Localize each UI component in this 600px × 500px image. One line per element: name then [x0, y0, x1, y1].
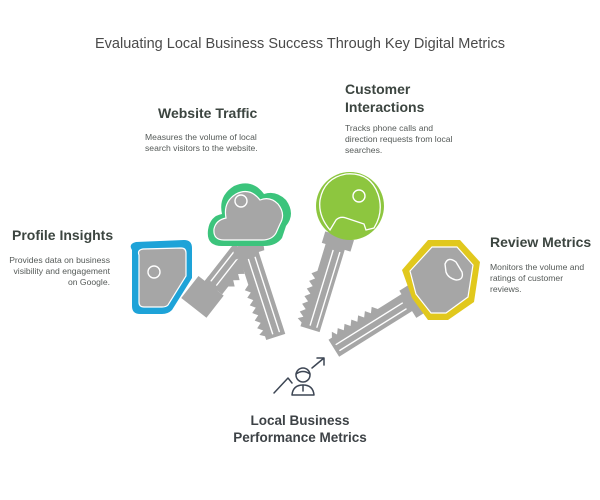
desc-website-traffic: Measures the volume of local search visi… — [145, 132, 258, 153]
heading-profile-insights: Profile Insights — [12, 227, 114, 243]
heading-customer-interactions: Customer Interactions — [345, 81, 425, 115]
key-head-circle — [316, 172, 384, 240]
heading-review-metrics: Review Metrics — [490, 234, 592, 250]
heading-website-traffic: Website Traffic — [158, 105, 258, 121]
desc-customer-interactions: Tracks phone calls and direction request… — [345, 123, 453, 155]
key-review-metrics — [328, 240, 480, 357]
person-growth-icon — [273, 357, 325, 396]
center-label: Local Business Performance Metrics — [233, 413, 367, 445]
key-customer-interactions — [297, 172, 384, 333]
diagram-title: Evaluating Local Business Success Throug… — [95, 36, 505, 52]
desc-review-metrics: Monitors the volume and ratings of custo… — [490, 262, 585, 294]
key-website-traffic — [207, 183, 291, 341]
desc-profile-insights: Provides data on business visibility and… — [9, 255, 110, 287]
